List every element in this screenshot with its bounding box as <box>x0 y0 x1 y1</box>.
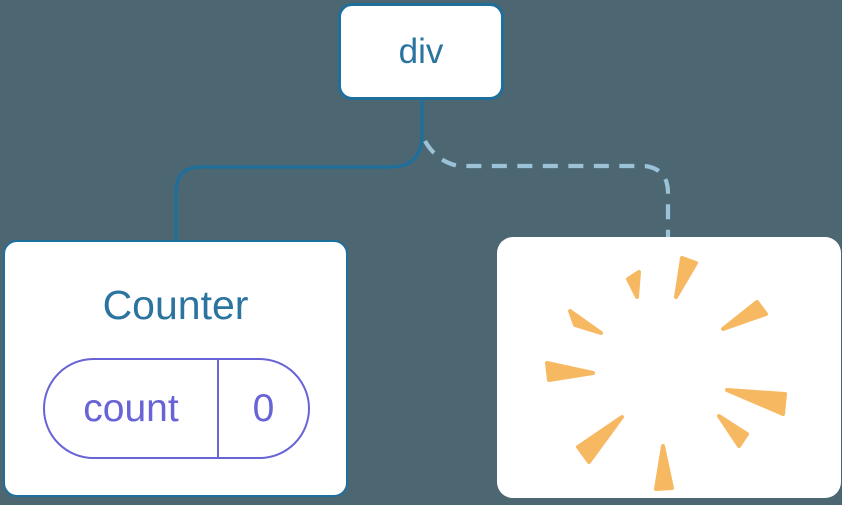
poof-spark <box>674 256 698 299</box>
state-key-label: count <box>45 360 219 457</box>
poof-spark <box>626 270 641 299</box>
poof-spark <box>576 415 624 464</box>
poof-spark <box>725 388 787 416</box>
div-node-label: div <box>398 31 444 71</box>
state-pill: count 0 <box>43 358 310 459</box>
poof-spark <box>721 300 768 331</box>
poof-spark <box>717 414 749 448</box>
poof-spark <box>654 444 674 491</box>
state-value-label: 0 <box>252 386 275 430</box>
link-div-to-counter <box>174 99 424 241</box>
div-node: div <box>338 3 504 100</box>
counter-node: Counter count 0 <box>3 240 348 497</box>
poof-spark <box>568 309 603 335</box>
removed-node <box>497 237 841 498</box>
poof-spark <box>545 361 595 382</box>
poof-explosion-icon <box>545 256 787 491</box>
counter-node-title: Counter <box>102 282 249 328</box>
link-div-to-removed <box>423 139 671 238</box>
